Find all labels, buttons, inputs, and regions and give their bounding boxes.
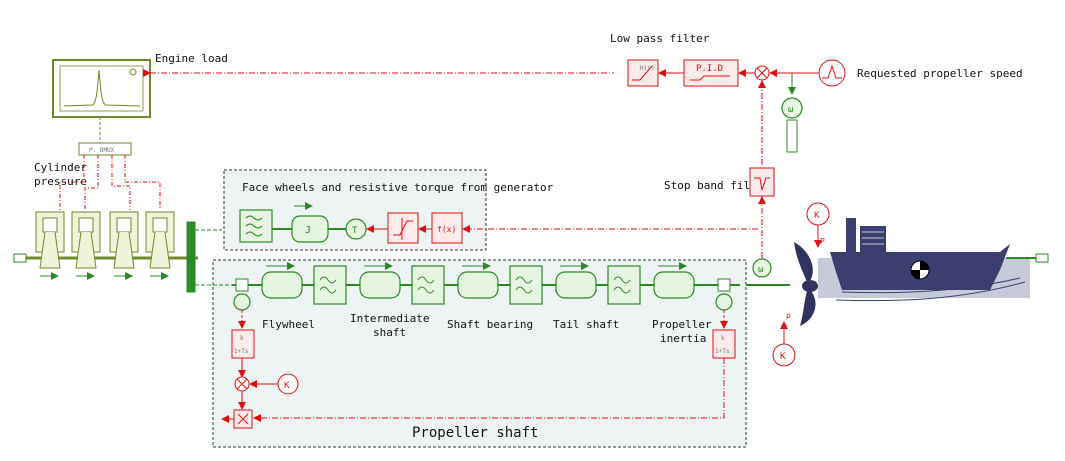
intermediate-shaft-inertia[interactable] bbox=[359, 262, 401, 299]
svg-text:ω: ω bbox=[788, 105, 794, 115]
speed-display[interactable]: ω bbox=[781, 97, 803, 153]
svg-text:K: K bbox=[814, 211, 820, 221]
pid-controller-block[interactable]: P.I.D bbox=[683, 59, 739, 87]
speed-setpoint-source[interactable] bbox=[818, 59, 846, 87]
svg-text:P.I.D: P.I.D bbox=[696, 64, 723, 74]
sum-junction-lower[interactable] bbox=[234, 376, 250, 392]
propeller-speed-sensor[interactable] bbox=[715, 293, 733, 311]
stop-band-filter-label: Stop band filter bbox=[664, 179, 770, 192]
function-fx-block[interactable]: f(x) bbox=[431, 212, 463, 244]
multiplier-block[interactable] bbox=[233, 409, 253, 429]
svg-text:k: k bbox=[240, 335, 244, 342]
spring-damper-4[interactable] bbox=[607, 265, 641, 305]
spring-damper-3[interactable] bbox=[509, 265, 543, 305]
cylinder-1[interactable] bbox=[35, 211, 65, 280]
svg-text:P: P bbox=[820, 237, 825, 246]
svg-text:ω: ω bbox=[758, 265, 764, 275]
svg-text:1+Ts: 1+Ts bbox=[234, 348, 249, 355]
shaft-bearing-label: Shaft bearing bbox=[447, 318, 533, 331]
propeller-inertia-block[interactable] bbox=[653, 262, 695, 299]
intermediate-shaft-label-2: shaft bbox=[373, 326, 406, 339]
flywheel-label: Flywheel bbox=[262, 318, 315, 331]
gain-k-lower[interactable]: K bbox=[277, 373, 299, 395]
transfer-function-right[interactable]: k 1+Ts bbox=[712, 329, 736, 359]
svg-text:J: J bbox=[305, 225, 311, 236]
svg-text:P. DMUX: P. DMUX bbox=[89, 147, 115, 154]
transfer-function-left[interactable]: k 1+Ts bbox=[231, 329, 255, 359]
shaft-bearing-inertia[interactable] bbox=[457, 262, 499, 299]
face-wheels-label: Face wheels and resistive torque from ge… bbox=[242, 181, 554, 194]
demux-block[interactable]: P. DMUX bbox=[78, 142, 132, 156]
saturation-block[interactable] bbox=[387, 212, 419, 244]
spring-damper-1[interactable] bbox=[313, 265, 347, 305]
torque-source[interactable]: T bbox=[345, 218, 367, 240]
svg-text:K: K bbox=[780, 352, 786, 362]
gain-k-rho[interactable]: K bbox=[772, 343, 796, 367]
cylinder-2[interactable] bbox=[71, 211, 101, 280]
flywheel-speed-sensor[interactable] bbox=[233, 293, 251, 311]
propeller-inertia-label-2: inertia bbox=[660, 332, 706, 345]
svg-text:1+Ts: 1+Ts bbox=[715, 348, 730, 355]
svg-text:T: T bbox=[352, 226, 358, 236]
tail-shaft-inertia[interactable] bbox=[555, 262, 597, 299]
generator-inertia[interactable] bbox=[239, 209, 273, 243]
cylinder-pressure-label-1: Cylinder bbox=[34, 161, 87, 174]
intermediate-shaft-label-1: Intermediate bbox=[350, 312, 429, 325]
svg-text:ρ: ρ bbox=[786, 311, 791, 320]
sum-junction-top[interactable] bbox=[754, 65, 770, 81]
cylinder-pressure-label-2: pressure bbox=[34, 175, 87, 188]
svg-text:f(x): f(x) bbox=[437, 225, 456, 234]
engine-load-scope[interactable] bbox=[52, 59, 151, 118]
spring-damper-2[interactable] bbox=[411, 265, 445, 305]
svg-text:K: K bbox=[284, 381, 290, 391]
svg-text:k: k bbox=[721, 335, 725, 342]
propeller-icon[interactable] bbox=[794, 242, 818, 326]
propeller-omega-sensor[interactable]: ω bbox=[752, 258, 772, 278]
flywheel-inertia[interactable] bbox=[261, 262, 303, 299]
engine-load-label: Engine load bbox=[155, 52, 228, 65]
propeller-shaft-title: Propeller shaft bbox=[412, 425, 538, 441]
svg-text:H(s): H(s) bbox=[640, 65, 654, 72]
ship-icon[interactable] bbox=[818, 218, 1030, 302]
cylinder-4[interactable] bbox=[145, 211, 175, 280]
cylinder-3[interactable] bbox=[109, 211, 139, 280]
tail-shaft-label: Tail shaft bbox=[553, 318, 619, 331]
engine-cylinders bbox=[13, 211, 198, 293]
propeller-inertia-label-1: Propeller bbox=[652, 318, 712, 331]
stop-band-filter-block[interactable] bbox=[749, 167, 775, 197]
requested-speed-label: Requested propeller speed bbox=[857, 67, 1023, 80]
low-pass-filter-label: Low pass filter bbox=[610, 32, 710, 45]
gain-k-upper[interactable]: K bbox=[806, 202, 830, 226]
low-pass-filter-block[interactable]: H(s) bbox=[627, 59, 659, 87]
